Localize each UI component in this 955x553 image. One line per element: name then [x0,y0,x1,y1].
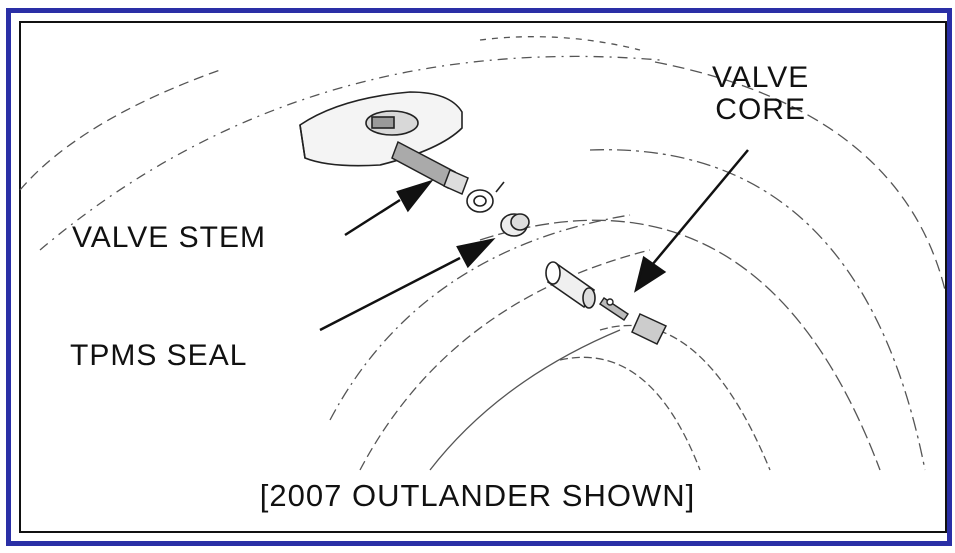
wheel-outline [19,36,946,471]
valve-nut [466,181,505,213]
tpms-sensor [299,91,463,167]
valve-core-label-line2: CORE [715,93,806,126]
valve-cap [545,261,596,309]
valve-core-label-line1: VALVE [712,61,810,94]
leader-arrows [319,149,749,332]
valve-stem [391,140,469,196]
diagram-caption: [2007 OUTLANDER SHOWN] [259,478,696,513]
valve-stem-label: VALVE STEM [72,221,266,254]
tpms-seal-label: TPMS SEAL [70,339,248,372]
valve-core-part [599,297,629,321]
tpms-seal-part [500,213,530,237]
valve-core-label: VALVE CORE [712,62,809,126]
small-cap [631,313,668,345]
